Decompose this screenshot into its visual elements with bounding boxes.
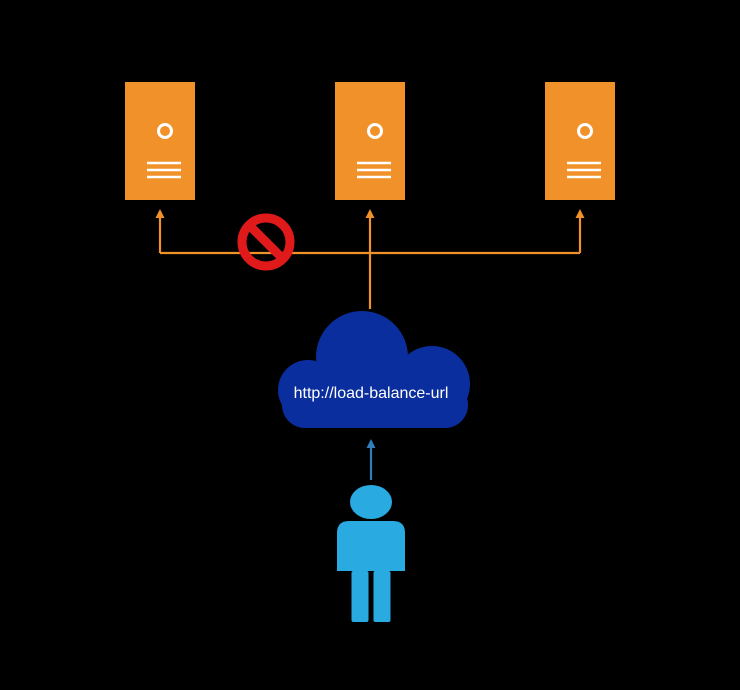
no-entry-slash [245, 221, 287, 263]
server-power-light [157, 123, 173, 139]
user-icon [337, 485, 405, 622]
no-entry-icon [237, 213, 295, 271]
server-icon [545, 82, 615, 200]
cloud-bump-top [316, 311, 408, 403]
server-body [335, 82, 405, 200]
server-vents [147, 161, 181, 179]
server-icon [125, 82, 195, 200]
cloud-base [282, 382, 468, 428]
server-vents [567, 161, 601, 179]
user-left-leg [351, 571, 369, 622]
server-icon [335, 82, 405, 200]
user-right-leg [373, 571, 391, 622]
cloud-icon: http://load-balance-url [278, 311, 470, 428]
server-power-light [577, 123, 593, 139]
load-balancer-connectors [155, 209, 585, 309]
server-power-light [367, 123, 383, 139]
user-head [350, 485, 392, 519]
no-entry-ring [237, 213, 295, 271]
cloud-url-label: http://load-balance-url [294, 385, 449, 402]
server-vents [357, 161, 391, 179]
server-body [545, 82, 615, 200]
user-torso [337, 521, 405, 571]
server-body [125, 82, 195, 200]
